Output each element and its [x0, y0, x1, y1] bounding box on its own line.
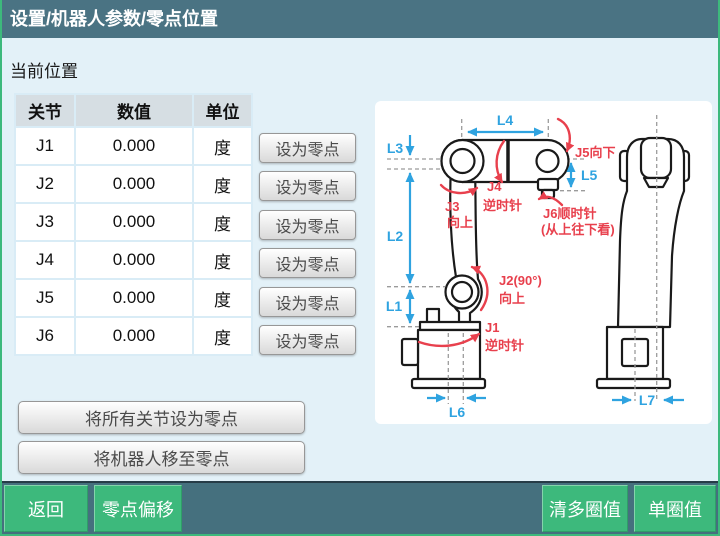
current-position-label: 当前位置 [10, 62, 78, 81]
label-J1-dir: 逆时针 [485, 338, 524, 353]
set-zero-button-j4[interactable]: 设为零点 [259, 248, 356, 279]
bottom-bar: 返回 零点偏移 清多圈值 单圈值 [2, 481, 718, 534]
label-L4: L4 [497, 112, 514, 128]
zero-offset-button[interactable]: 零点偏移 [94, 485, 182, 532]
side-base-foot [595, 377, 672, 390]
set-zero-button-column: 设为零点 设为零点 设为零点 设为零点 设为零点 设为零点 [259, 133, 356, 363]
joint-name: J1 [16, 128, 74, 164]
set-zero-button-j5[interactable]: 设为零点 [259, 286, 356, 317]
header-unit: 单位 [194, 95, 251, 126]
joint-value: 0.000 [76, 242, 192, 278]
clear-multi-turn-button[interactable]: 清多圈值 [542, 485, 628, 532]
joint-value: 0.000 [76, 128, 192, 164]
joint-value: 0.000 [76, 280, 192, 316]
joint-value: 0.000 [76, 166, 192, 202]
label-L5: L5 [581, 167, 598, 183]
move-robot-to-zero-button[interactable]: 将机器人移至零点 [18, 441, 305, 474]
set-zero-button-j6[interactable]: 设为零点 [259, 324, 356, 355]
shoulder-joint-inner [450, 280, 474, 304]
side-wrist-block [639, 136, 673, 180]
reference-dashed-lines [387, 119, 587, 328]
joint-name: J2 [16, 166, 74, 202]
tool-flange [536, 177, 560, 192]
label-J2: J2(90°) [499, 273, 542, 288]
set-all-joints-zero-button[interactable]: 将所有关节设为零点 [18, 401, 305, 434]
label-L6: L6 [449, 404, 466, 420]
label-J4-dir: 逆时针 [483, 198, 522, 213]
breadcrumb-title: 设置/机器人参数/零点位置 [10, 9, 219, 29]
label-L3: L3 [387, 140, 404, 156]
header-value: 数值 [76, 95, 192, 126]
axis-dashed-lines [447, 115, 658, 404]
joint-unit: 度 [194, 204, 251, 240]
side-tool-flange [642, 176, 670, 189]
j6-rotation-arrow [537, 191, 564, 207]
joint-name: J5 [16, 280, 74, 316]
joint-table-header-row: 关节 数值 单位 [16, 95, 251, 126]
title-bar: 设置/机器人参数/零点位置 [2, 0, 718, 38]
j5-rotation-arrow [556, 117, 575, 153]
j3-rotation-arrow [439, 183, 479, 197]
joint-unit: 度 [194, 280, 251, 316]
joint-rotation-arrows [417, 117, 575, 348]
joint-unit: 度 [194, 128, 251, 164]
robot-side-view [595, 136, 691, 390]
joint-row: J4 0.000 度 [16, 242, 251, 278]
base-motor-box [400, 337, 420, 367]
dimension-arrows [405, 127, 684, 405]
joint-value: 0.000 [76, 204, 192, 240]
joint-row: J1 0.000 度 [16, 128, 251, 164]
base-top-plate [418, 320, 482, 332]
single-turn-button[interactable]: 单圈值 [634, 485, 716, 532]
label-J5: J5向下 [575, 145, 615, 160]
joint-unit: 度 [194, 242, 251, 278]
label-L1: L1 [386, 298, 403, 314]
diagram-labels: L4 L3 L2 L1 L5 L6 L7 J5向下 J4 逆时针 J3 向上 J… [386, 112, 656, 420]
robot-front-view [400, 138, 570, 390]
label-J3-dir: 向上 [447, 215, 473, 230]
joint-row: J6 0.000 度 [16, 318, 251, 354]
joint-value: 0.000 [76, 318, 192, 354]
label-J6: J6顺时针 [543, 206, 596, 221]
joint-name: J4 [16, 242, 74, 278]
j4-rotation-arrow [493, 139, 506, 184]
j1-rotation-arrow [417, 332, 481, 348]
joint-unit: 度 [194, 318, 251, 354]
joint-row: J5 0.000 度 [16, 280, 251, 316]
label-J1: J1 [485, 320, 499, 335]
label-J2-dir: 向上 [499, 291, 525, 306]
label-J4: J4 [487, 179, 502, 194]
set-zero-button-j1[interactable]: 设为零点 [259, 133, 356, 163]
joint-row: J2 0.000 度 [16, 166, 251, 202]
set-zero-button-j2[interactable]: 设为零点 [259, 171, 356, 202]
back-button[interactable]: 返回 [4, 485, 88, 532]
label-L2: L2 [387, 228, 404, 244]
joint-table: 关节 数值 单位 J1 0.000 度 J2 0.000 度 J3 0.000 … [14, 93, 253, 356]
joint-name: J3 [16, 204, 74, 240]
label-J6-note: (从上往下看) [541, 222, 615, 237]
label-L7: L7 [639, 392, 656, 408]
robot-diagram: L4 L3 L2 L1 L5 L6 L7 J5向下 J4 逆时针 J3 向上 J… [386, 112, 691, 420]
elbow-joint-inner [449, 147, 476, 175]
j2-rotation-arrow [470, 265, 489, 312]
header-joint: 关节 [16, 95, 74, 126]
wrist-joint [535, 148, 560, 174]
base-body [416, 328, 482, 381]
set-zero-button-j3[interactable]: 设为零点 [259, 209, 356, 240]
label-J3: J3 [445, 199, 459, 214]
joint-unit: 度 [194, 166, 251, 202]
joint-name: J6 [16, 318, 74, 354]
joint-row: J3 0.000 度 [16, 204, 251, 240]
robot-diagram-panel: L4 L3 L2 L1 L5 L6 L7 J5向下 J4 逆时针 J3 向上 J… [375, 101, 712, 424]
